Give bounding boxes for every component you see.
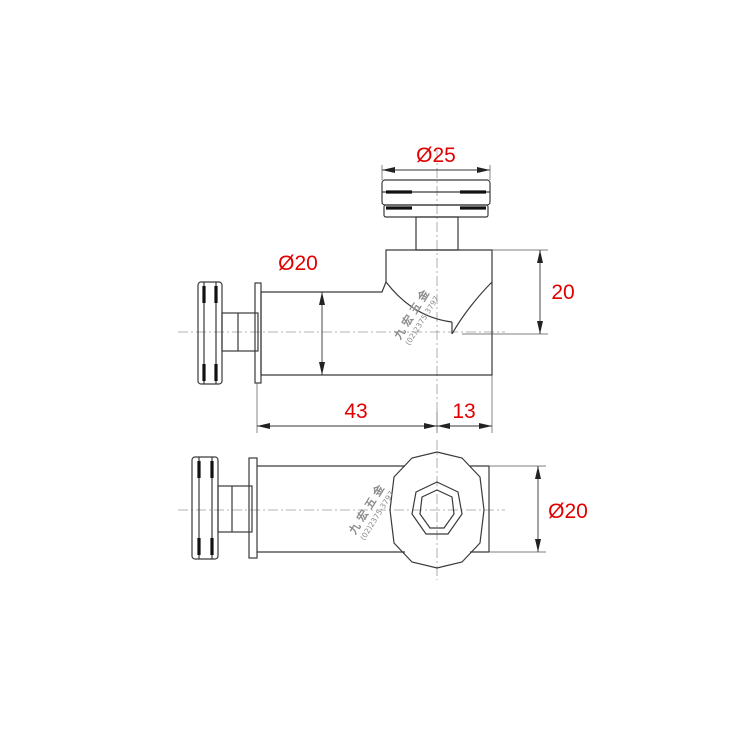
front-top-flange — [381, 179, 491, 251]
dim-lengths: 43 13 — [256, 375, 493, 433]
top-left-flange — [191, 456, 258, 560]
dim-label-top-flange-dia: Ø25 — [416, 144, 456, 167]
dim-top-body-dia: Ø20 — [489, 465, 588, 553]
watermark-top: 九 宏 五 金 (02)2375-3797 — [345, 481, 396, 542]
dim-front-body-dia: Ø20 — [278, 252, 325, 375]
dim-label-body-dia-top: Ø20 — [548, 500, 588, 523]
dim-top-flange: Ø25 — [381, 144, 491, 180]
top-view — [178, 440, 505, 580]
top-main-body — [257, 465, 490, 553]
dim-label-body-dia-front: Ø20 — [278, 252, 318, 275]
dim-label-height: 20 — [551, 281, 574, 304]
dim-label-length-left: 43 — [344, 400, 367, 423]
front-view — [178, 150, 505, 412]
front-left-flange — [197, 281, 262, 385]
top-hex-socket — [389, 451, 485, 569]
dim-label-length-right: 13 — [452, 400, 475, 423]
dim-height: 20 — [462, 249, 575, 335]
